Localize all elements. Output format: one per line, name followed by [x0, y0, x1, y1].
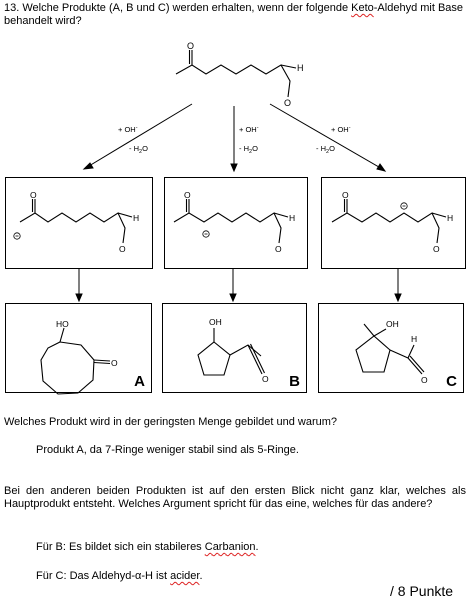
svg-text:H: H: [447, 213, 453, 223]
reagent-base-left: + OH-: [118, 125, 138, 134]
aldehyde-hydrogen: H: [297, 63, 304, 73]
product-b-structure: [197, 328, 265, 376]
enolate-structures: [19, 199, 447, 244]
svg-text:O: O: [119, 244, 126, 254]
reagent-water-left: - H2O: [129, 144, 148, 155]
svg-text:O: O: [30, 190, 37, 200]
reagent-water-center: - H2O: [239, 144, 258, 155]
product-label-a: A: [134, 373, 145, 390]
product-label-c: C: [446, 373, 457, 390]
spellcheck-word: Carbanion: [204, 541, 256, 553]
spellcheck-word: Keto: [351, 2, 374, 14]
enolate-box-center: [164, 177, 308, 269]
product-a-hydroxy: HO: [56, 319, 69, 329]
product-c-oxygen: O: [421, 375, 428, 385]
reagent-labels: + OH- - H2O + OH- - H2O + OH- - H2O: [118, 125, 351, 155]
svg-text:O: O: [184, 190, 191, 200]
product-box-c: C: [318, 303, 464, 393]
product-c-structure: [355, 323, 425, 375]
reagent-base-center: + OH-: [239, 125, 259, 134]
carbanion-charges: [13, 202, 408, 240]
reagent-base-right: + OH-: [331, 125, 351, 134]
product-c-hydrogen: H: [411, 334, 417, 344]
question-least-product: Welches Produkt wird in der geringsten M…: [4, 416, 338, 428]
product-box-b: B: [162, 303, 307, 393]
answer-product-a: Produkt A, da 7-Ringe weniger stabil sin…: [36, 444, 299, 456]
enolate-box-left: [5, 177, 153, 269]
svg-text:H: H: [133, 213, 139, 223]
enolate-box-right: [321, 177, 466, 269]
product-c-hydroxy: OH: [386, 319, 399, 329]
product-a-structure: [40, 327, 111, 395]
answer-b: Für B: Es bildet sich ein stabileres Car…: [36, 541, 259, 553]
spellcheck-word: acider: [170, 570, 200, 582]
product-box-a: A: [5, 303, 152, 393]
ketoaldehyde-structure: [175, 50, 297, 98]
svg-text:H: H: [289, 213, 295, 223]
answer-c: Für C: Das Aldehyd-α-H ist acider.: [36, 570, 203, 582]
aldehyde-oxygen: O: [284, 98, 291, 108]
svg-text:O: O: [275, 244, 282, 254]
reagent-water-right: - H2O: [316, 144, 335, 155]
svg-text:O: O: [342, 190, 349, 200]
product-b-oxygen: O: [262, 374, 269, 384]
product-a-oxygen: O: [111, 358, 118, 368]
svg-text:O: O: [433, 244, 440, 254]
question-13: 13. Welche Produkte (A, B und C) werden …: [4, 2, 464, 27]
question-main-product: Bei den anderen beiden Produkten ist auf…: [4, 485, 466, 510]
product-b-hydroxy: OH: [209, 317, 222, 327]
reaction-arrows: [75, 103, 402, 303]
ketone-oxygen: O: [187, 41, 194, 51]
enolate-atom-labels: O H O O H O O H O: [30, 190, 453, 254]
points-total: / 8 Punkte: [390, 583, 454, 599]
product-label-b: B: [289, 373, 300, 390]
